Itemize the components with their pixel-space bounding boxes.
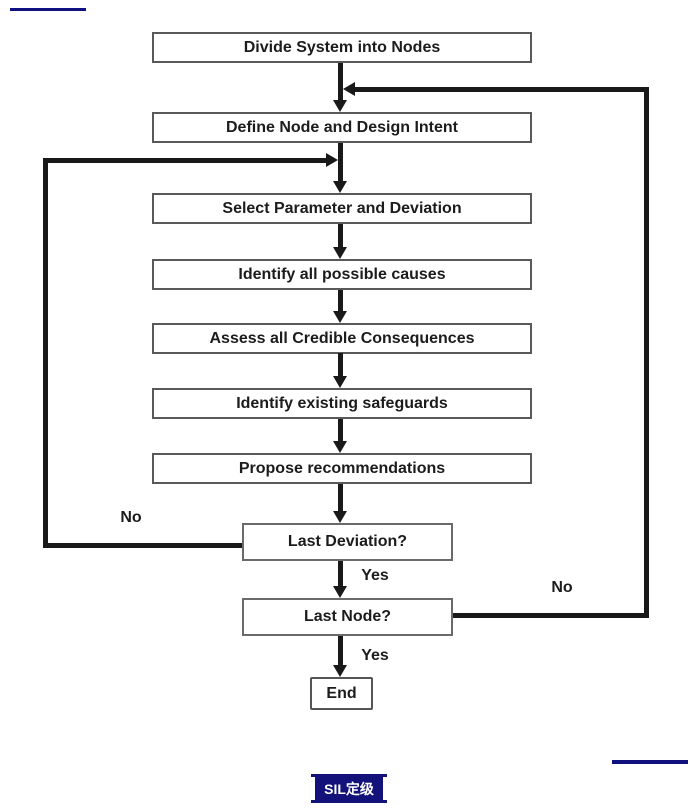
connector-lastnode-to-end [338,636,343,667]
flow-box-define-node: Define Node and Design Intent [152,112,532,143]
loop-lastnode-no-vertical [644,87,649,618]
flow-decision-last-node: Last Node? [242,598,453,636]
connector-lastdeviation-to-lastnode [338,561,343,588]
flow-box-propose-recommendations: Propose recommendations [152,453,532,484]
connector-recommendations-to-lastdeviation [338,484,343,513]
connector-define-to-select [338,143,343,183]
connector-consequences-to-safeguards [338,353,343,378]
loop-lastnode-no-top [355,87,649,92]
edge-label-yes-deviation: Yes [361,567,389,584]
arrowhead-left-icon [343,82,355,96]
arrowhead-down-icon [333,181,347,193]
loop-lastdeviation-no-bottom [45,543,242,548]
bottom-right-rule [612,760,688,764]
connector-divide-to-define [338,63,343,102]
flow-box-select-parameter: Select Parameter and Deviation [152,193,532,224]
edge-label-no-right: No [551,579,573,596]
loop-lastdeviation-no-top [45,158,326,163]
flow-box-end: End [310,677,373,710]
edge-label-no-left: No [120,509,142,526]
connector-safeguards-to-recommendations [338,419,343,443]
arrowhead-down-icon [333,586,347,598]
arrowhead-down-icon [333,311,347,323]
arrowhead-down-icon [333,511,347,523]
arrowhead-down-icon [333,665,347,677]
edge-label-yes-node: Yes [361,647,389,664]
sil-rating-highlight[interactable]: SIL定级 [311,774,387,803]
arrowhead-down-icon [333,100,347,112]
connector-select-to-causes [338,224,343,249]
arrowhead-down-icon [333,441,347,453]
arrowhead-right-icon [326,153,338,167]
flow-decision-last-deviation: Last Deviation? [242,523,453,561]
loop-lastnode-no-bottom [453,613,649,618]
arrowhead-down-icon [333,247,347,259]
flow-box-identify-safeguards: Identify existing safeguards [152,388,532,419]
flow-box-divide-system: Divide System into Nodes [152,32,532,63]
top-left-rule [10,8,86,11]
arrowhead-down-icon [333,376,347,388]
flow-box-assess-consequences: Assess all Credible Consequences [152,323,532,354]
connector-causes-to-consequences [338,290,343,313]
loop-lastdeviation-no-vertical [43,158,48,548]
flow-box-identify-causes: Identify all possible causes [152,259,532,290]
